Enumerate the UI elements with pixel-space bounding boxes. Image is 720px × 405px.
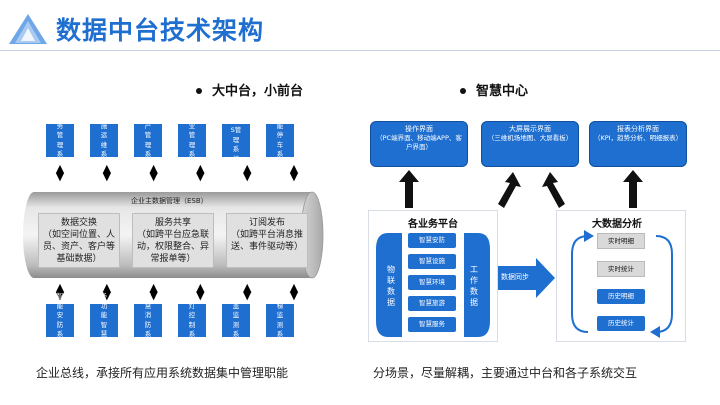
platform-bracket-shapes [376,233,490,337]
function-title: 服务共享 [154,218,191,228]
up-arrow-icon [399,170,419,208]
function-box-exchange: 数据交换 （如空间位置、人员、资产、客户等基础数据） [38,213,120,268]
system-box: 服务管理系统 [46,112,74,168]
system-box: 设施运维系统 [90,112,118,168]
screen-title: 报表分析界面 [617,125,659,133]
double-arrow-icon: ▲▼ [196,281,205,302]
platform-left-label: 物联数据 [387,265,395,307]
double-arrow-icon: ▲▼ [55,162,65,183]
function-box-service: 服务共享 （如跨平台应急联动，权限整合、异常报单等） [132,213,214,268]
double-arrow-icon: ▲▼ [149,281,158,302]
double-arrow-icon: ▲▼ [196,162,205,183]
title-divider [0,50,720,51]
screen-desc: （KPI，趋势分析、明细报表） [594,134,683,142]
double-arrow-icon: ▲▼ [102,281,112,302]
function-title: 订阅发布 [248,218,285,228]
up-arrow-icon [498,172,521,208]
function-desc: （如空间位置、人员、资产、客户等基础数据） [42,230,115,264]
system-box: EHS管理系统 [222,117,250,163]
bullet-icon [196,87,202,94]
screen-desc: （PC端界面、移动端APP、客户界面） [376,134,462,151]
platform-right-label: 工作数据 [470,265,478,307]
function-desc: （如跨平台消息推送、事件驱动等） [230,230,303,252]
platform-item: 智慧旅游 [408,296,456,311]
analysis-item: 历史明细 [597,289,645,304]
top-system-row: 服务管理系统 设施运维系统 资产管理系统 物业管理系统 EHS管理系统 智能停车… [46,112,294,168]
upward-arrows [399,170,643,208]
double-arrow-icon: ▲▼ [102,162,112,183]
data-sync-arrow-icon [498,258,555,298]
left-caption: 企业总线，承接所有应用系统数据集中管理职能 [36,366,289,380]
data-sync-label: 数据同步 [501,273,529,281]
system-box: 资产管理系统 [134,112,162,168]
bottom-system-row: 智能安防系统 多功能智慧塔 智慧消防系统 路灯控制系统 井盖监测系统 电梯监测系… [46,292,294,348]
function-box-subscribe: 订阅发布 （如跨平台消息推送、事件驱动等） [226,213,308,268]
bullet-icon [460,87,466,94]
system-box: 智能安防系统 [46,292,74,348]
analysis-title: 大数据分析 [592,219,642,230]
system-box: 井盖监测系统 [222,292,250,348]
up-arrow-icon [542,172,565,208]
double-arrow-icon: ▲▼ [242,162,252,183]
screen-box-operation: 操作界面 （PC端界面、移动端APP、客户界面） [370,121,468,167]
double-arrow-icon: ▲▼ [55,281,65,302]
system-box: 电梯监测系统 [266,292,294,348]
analysis-item-list: 实时明细 实时统计 历史明细 历史统计 [597,233,645,331]
platform-item: 智慧设施 [408,254,456,269]
esb-label: 企业主数据管理（ESB） [131,197,208,205]
right-caption: 分场景，尽量解耦，主要通过中台和各子系统交互 [373,366,638,380]
screen-title: 操作界面 [405,125,433,133]
logo-triangle-icon [9,14,47,44]
system-box: 物业管理系统 [178,112,206,168]
platform-item: 智慧安防 [408,233,456,248]
system-box: 多功能智慧塔 [90,292,118,348]
top-arrow-row: ▲▼ ▲▼ ▲▼ ▲▼ ▲▼ ▲▼ [53,162,301,183]
screen-title: 大屏展示界面 [509,125,551,133]
double-arrow-icon: ▲▼ [289,281,299,302]
platform-title: 各业务平台 [408,219,458,230]
bottom-arrow-row: ▲▼ ▲▼ ▲▼ ▲▼ ▲▼ ▲▼ [53,281,301,302]
platform-item-list: 智慧安防 智慧设施 智慧环境 智慧旅游 智慧服务 [408,233,456,332]
analysis-item: 实时明细 [597,233,645,249]
left-section-heading: 大中台，小前台 [196,80,303,99]
system-box: 智慧消防系统 [134,292,162,348]
function-desc: （如跨平台应急联动，权限整合、异常报单等） [136,230,209,264]
double-arrow-icon: ▲▼ [289,162,299,183]
right-section-heading: 智慧中心 [460,80,528,99]
system-box: 路灯控制系统 [178,292,206,348]
double-arrow-icon: ▲▼ [149,162,158,183]
platform-item: 智慧服务 [408,317,456,332]
system-box: 智能停车系统 [266,112,294,168]
screen-box-report: 报表分析界面 （KPI，趋势分析、明细报表） [589,121,687,167]
up-arrow-icon [623,170,643,208]
platform-item: 智慧环境 [408,275,456,290]
analysis-cycle-arrows [571,230,673,338]
page-title: 数据中台技术架构 [56,16,265,45]
analysis-item: 历史统计 [597,316,645,331]
screen-box-display: 大屏展示界面 （三维机场地图、大屏看板） [481,121,579,167]
analysis-item: 实时统计 [597,261,645,277]
double-arrow-icon: ▲▼ [242,281,252,302]
function-title: 数据交换 [60,218,97,228]
screen-desc: （三维机场地图、大屏看板） [487,134,573,142]
